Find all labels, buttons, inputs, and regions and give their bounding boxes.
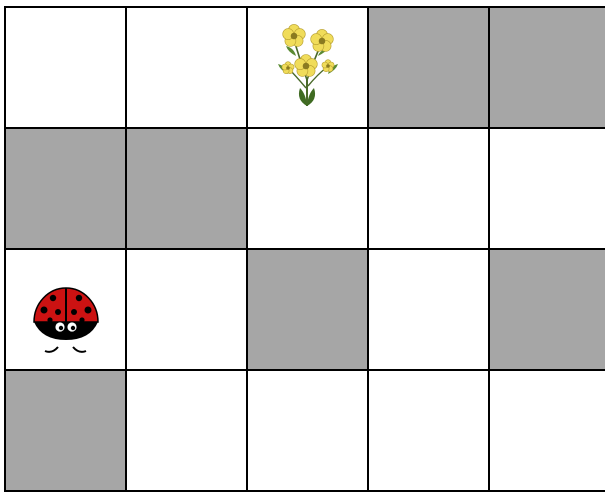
- grid-cell-wall[interactable]: [125, 127, 248, 250]
- grid-cell-open[interactable]: [367, 127, 490, 250]
- grid-cell-open[interactable]: [488, 127, 605, 250]
- grid-cell-open[interactable]: [246, 127, 369, 250]
- grid-cell-open[interactable]: [125, 6, 248, 129]
- grid-cell-wall[interactable]: [488, 248, 605, 371]
- grid-cell-open[interactable]: [4, 6, 127, 129]
- ladybug-piece[interactable]: [6, 250, 125, 369]
- grid-cell-open[interactable]: [125, 248, 248, 371]
- grid-cell-open[interactable]: [367, 248, 490, 371]
- ladybug-icon: [6, 250, 125, 369]
- grid-cell-open[interactable]: [125, 369, 248, 492]
- grid-cell-open[interactable]: [367, 369, 490, 492]
- grid-cell-open[interactable]: [246, 369, 369, 492]
- grid-cell-wall[interactable]: [246, 248, 369, 371]
- grid-cell-wall[interactable]: [488, 6, 605, 129]
- grid-cell-open[interactable]: [488, 369, 605, 492]
- game-board: [4, 6, 605, 498]
- flower-icon: [248, 8, 367, 127]
- flower-piece[interactable]: [248, 8, 367, 127]
- grid-cell-wall[interactable]: [4, 369, 127, 492]
- grid-cell-wall[interactable]: [4, 127, 127, 250]
- grid-cell-wall[interactable]: [367, 6, 490, 129]
